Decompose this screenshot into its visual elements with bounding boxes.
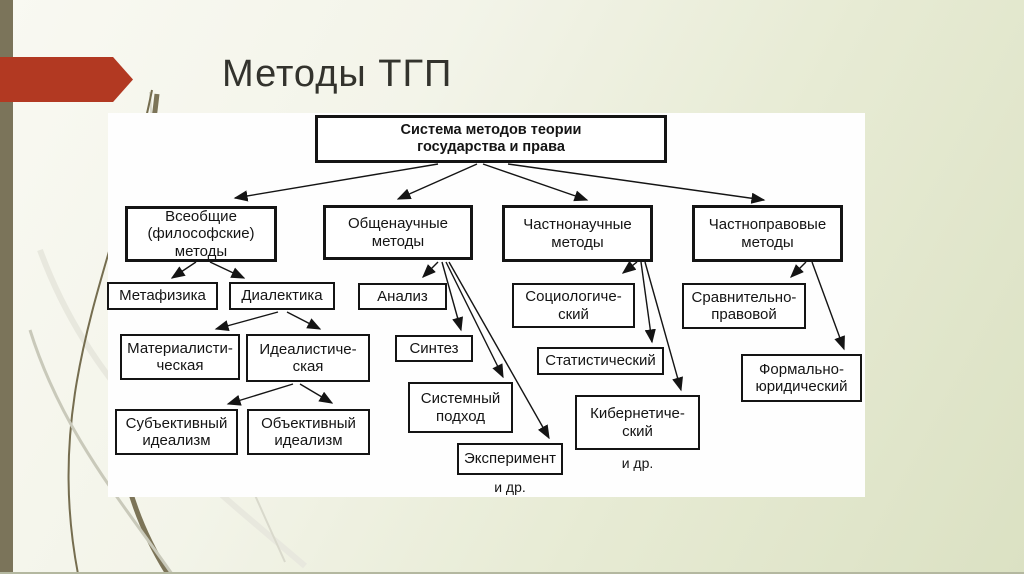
node-subektivnyi-idealizm: Субъективный идеализм — [115, 409, 238, 455]
node-chastnonauchnye: Частнонаучные методы — [502, 205, 653, 262]
left-accent-bar — [0, 0, 13, 574]
node-idealisticheskaya: Идеалистиче- ская — [246, 334, 370, 382]
node-sistemnyi-podkhod: Системный подход — [408, 382, 513, 433]
node-chastnopravovye: Частноправовые методы — [692, 205, 843, 262]
node-sintez: Синтез — [395, 335, 473, 362]
label-etc-chastnonauchnye: и др. — [621, 455, 654, 471]
node-analiz: Анализ — [358, 283, 447, 310]
label-etc-obshchenauchnye: и др. — [494, 479, 526, 495]
node-metafizika: Метафизика — [107, 282, 218, 310]
node-kiberneticheskii: Кибернетиче- ский — [575, 395, 700, 450]
node-obshchenauchnye: Общенаучные методы — [323, 205, 473, 260]
node-eksperiment: Эксперимент — [457, 443, 563, 475]
node-vseobshchie: Всеобщие (философские) методы — [125, 206, 277, 262]
title-arrow-shape — [0, 57, 133, 102]
node-root: Система методов теории государства и пра… — [315, 115, 667, 163]
node-formalno-yuridicheskii: Формально- юридический — [741, 354, 862, 402]
page-title: Методы ТГП — [222, 53, 453, 95]
node-sociologicheskii: Социологиче- ский — [512, 283, 635, 328]
node-dialektika: Диалектика — [229, 282, 335, 310]
node-statisticheskii: Статистический — [537, 347, 664, 375]
node-materialisticheskaya: Материалисти- ческая — [120, 334, 240, 380]
node-sravnitelno-pravovoi: Сравнительно- правовой — [682, 283, 806, 329]
node-obektivnyi-idealizm: Объективный идеализм — [247, 409, 370, 455]
bottom-edge-line — [0, 572, 1024, 574]
